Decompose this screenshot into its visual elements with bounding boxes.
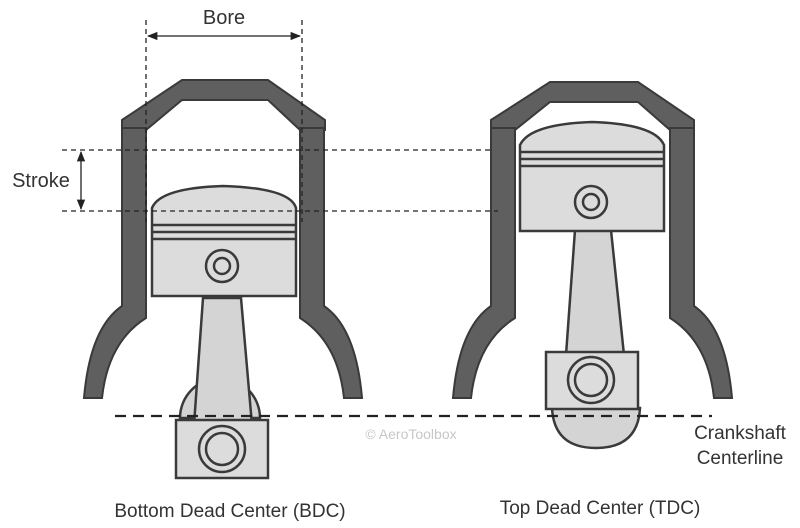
tdc-cylinder-wall-right bbox=[669, 127, 734, 399]
tdc-connecting-rod bbox=[564, 228, 626, 357]
tdc-crank-counterweight bbox=[550, 406, 642, 450]
tdc-rod-big-end bbox=[544, 350, 640, 411]
bdc-caption: Bottom Dead Center (BDC) bbox=[114, 501, 345, 522]
bdc-engine bbox=[82, 79, 364, 480]
bdc-connecting-rod bbox=[192, 296, 254, 427]
tdc-cylinder-wall-left bbox=[451, 127, 516, 399]
tdc-engine bbox=[451, 81, 734, 450]
tdc-caption: Top Dead Center (TDC) bbox=[500, 498, 701, 519]
bdc-cylinder-wall-left bbox=[82, 127, 147, 399]
bdc-piston bbox=[150, 184, 298, 298]
bdc-cylinder-head bbox=[121, 79, 326, 131]
bore-label: Bore bbox=[203, 7, 245, 29]
bdc-rod-big-end bbox=[174, 418, 270, 480]
crankshaft-centerline-label-line1: Crankshaft bbox=[694, 423, 787, 444]
watermark: © AeroToolbox bbox=[365, 426, 456, 442]
bdc-cylinder-wall-right bbox=[299, 127, 364, 399]
tdc-piston bbox=[518, 120, 666, 233]
stroke-label: Stroke bbox=[12, 170, 70, 192]
dimension-lines bbox=[62, 20, 712, 418]
crankshaft-centerline-label-line2: Centerline bbox=[697, 448, 784, 469]
